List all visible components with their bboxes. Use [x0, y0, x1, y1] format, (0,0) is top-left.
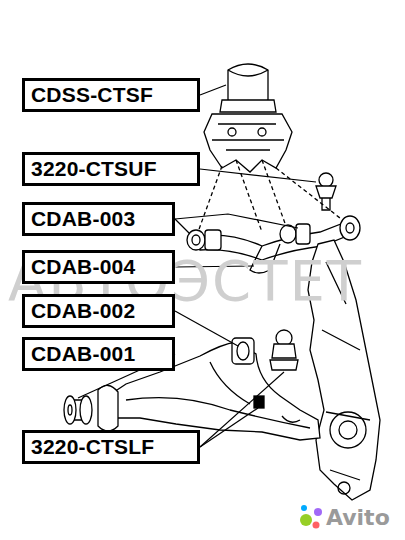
assembly-lines — [198, 160, 340, 232]
part-number-box: 3220-CTSLF — [22, 430, 200, 464]
logo-text: Avito — [326, 505, 390, 530]
part-number: CDAB-004 — [31, 255, 135, 279]
part-number-box: CDAB-003 — [22, 202, 175, 236]
part-number: 3220-CTSUF — [31, 157, 157, 181]
strut-mount — [204, 64, 292, 172]
part-number-box: CDAB-002 — [22, 294, 175, 328]
part-number-box: CDAB-001 — [22, 337, 175, 371]
part-number: CDAB-002 — [31, 299, 135, 323]
lower-bushing — [64, 396, 92, 424]
part-number: 3220-CTSLF — [31, 435, 154, 459]
lower-ball-joint — [270, 330, 298, 370]
part-number-box: CDAB-004 — [22, 250, 175, 284]
logo-dots — [300, 505, 322, 529]
part-number: CDAB-001 — [31, 342, 135, 366]
part-number: CDAB-003 — [31, 207, 135, 231]
part-number-box: CDSS-CTSF — [22, 78, 200, 112]
part-number-box: 3220-CTSUF — [22, 152, 200, 186]
upper-ball-joint — [316, 173, 336, 210]
part-number: CDSS-CTSF — [31, 83, 153, 107]
